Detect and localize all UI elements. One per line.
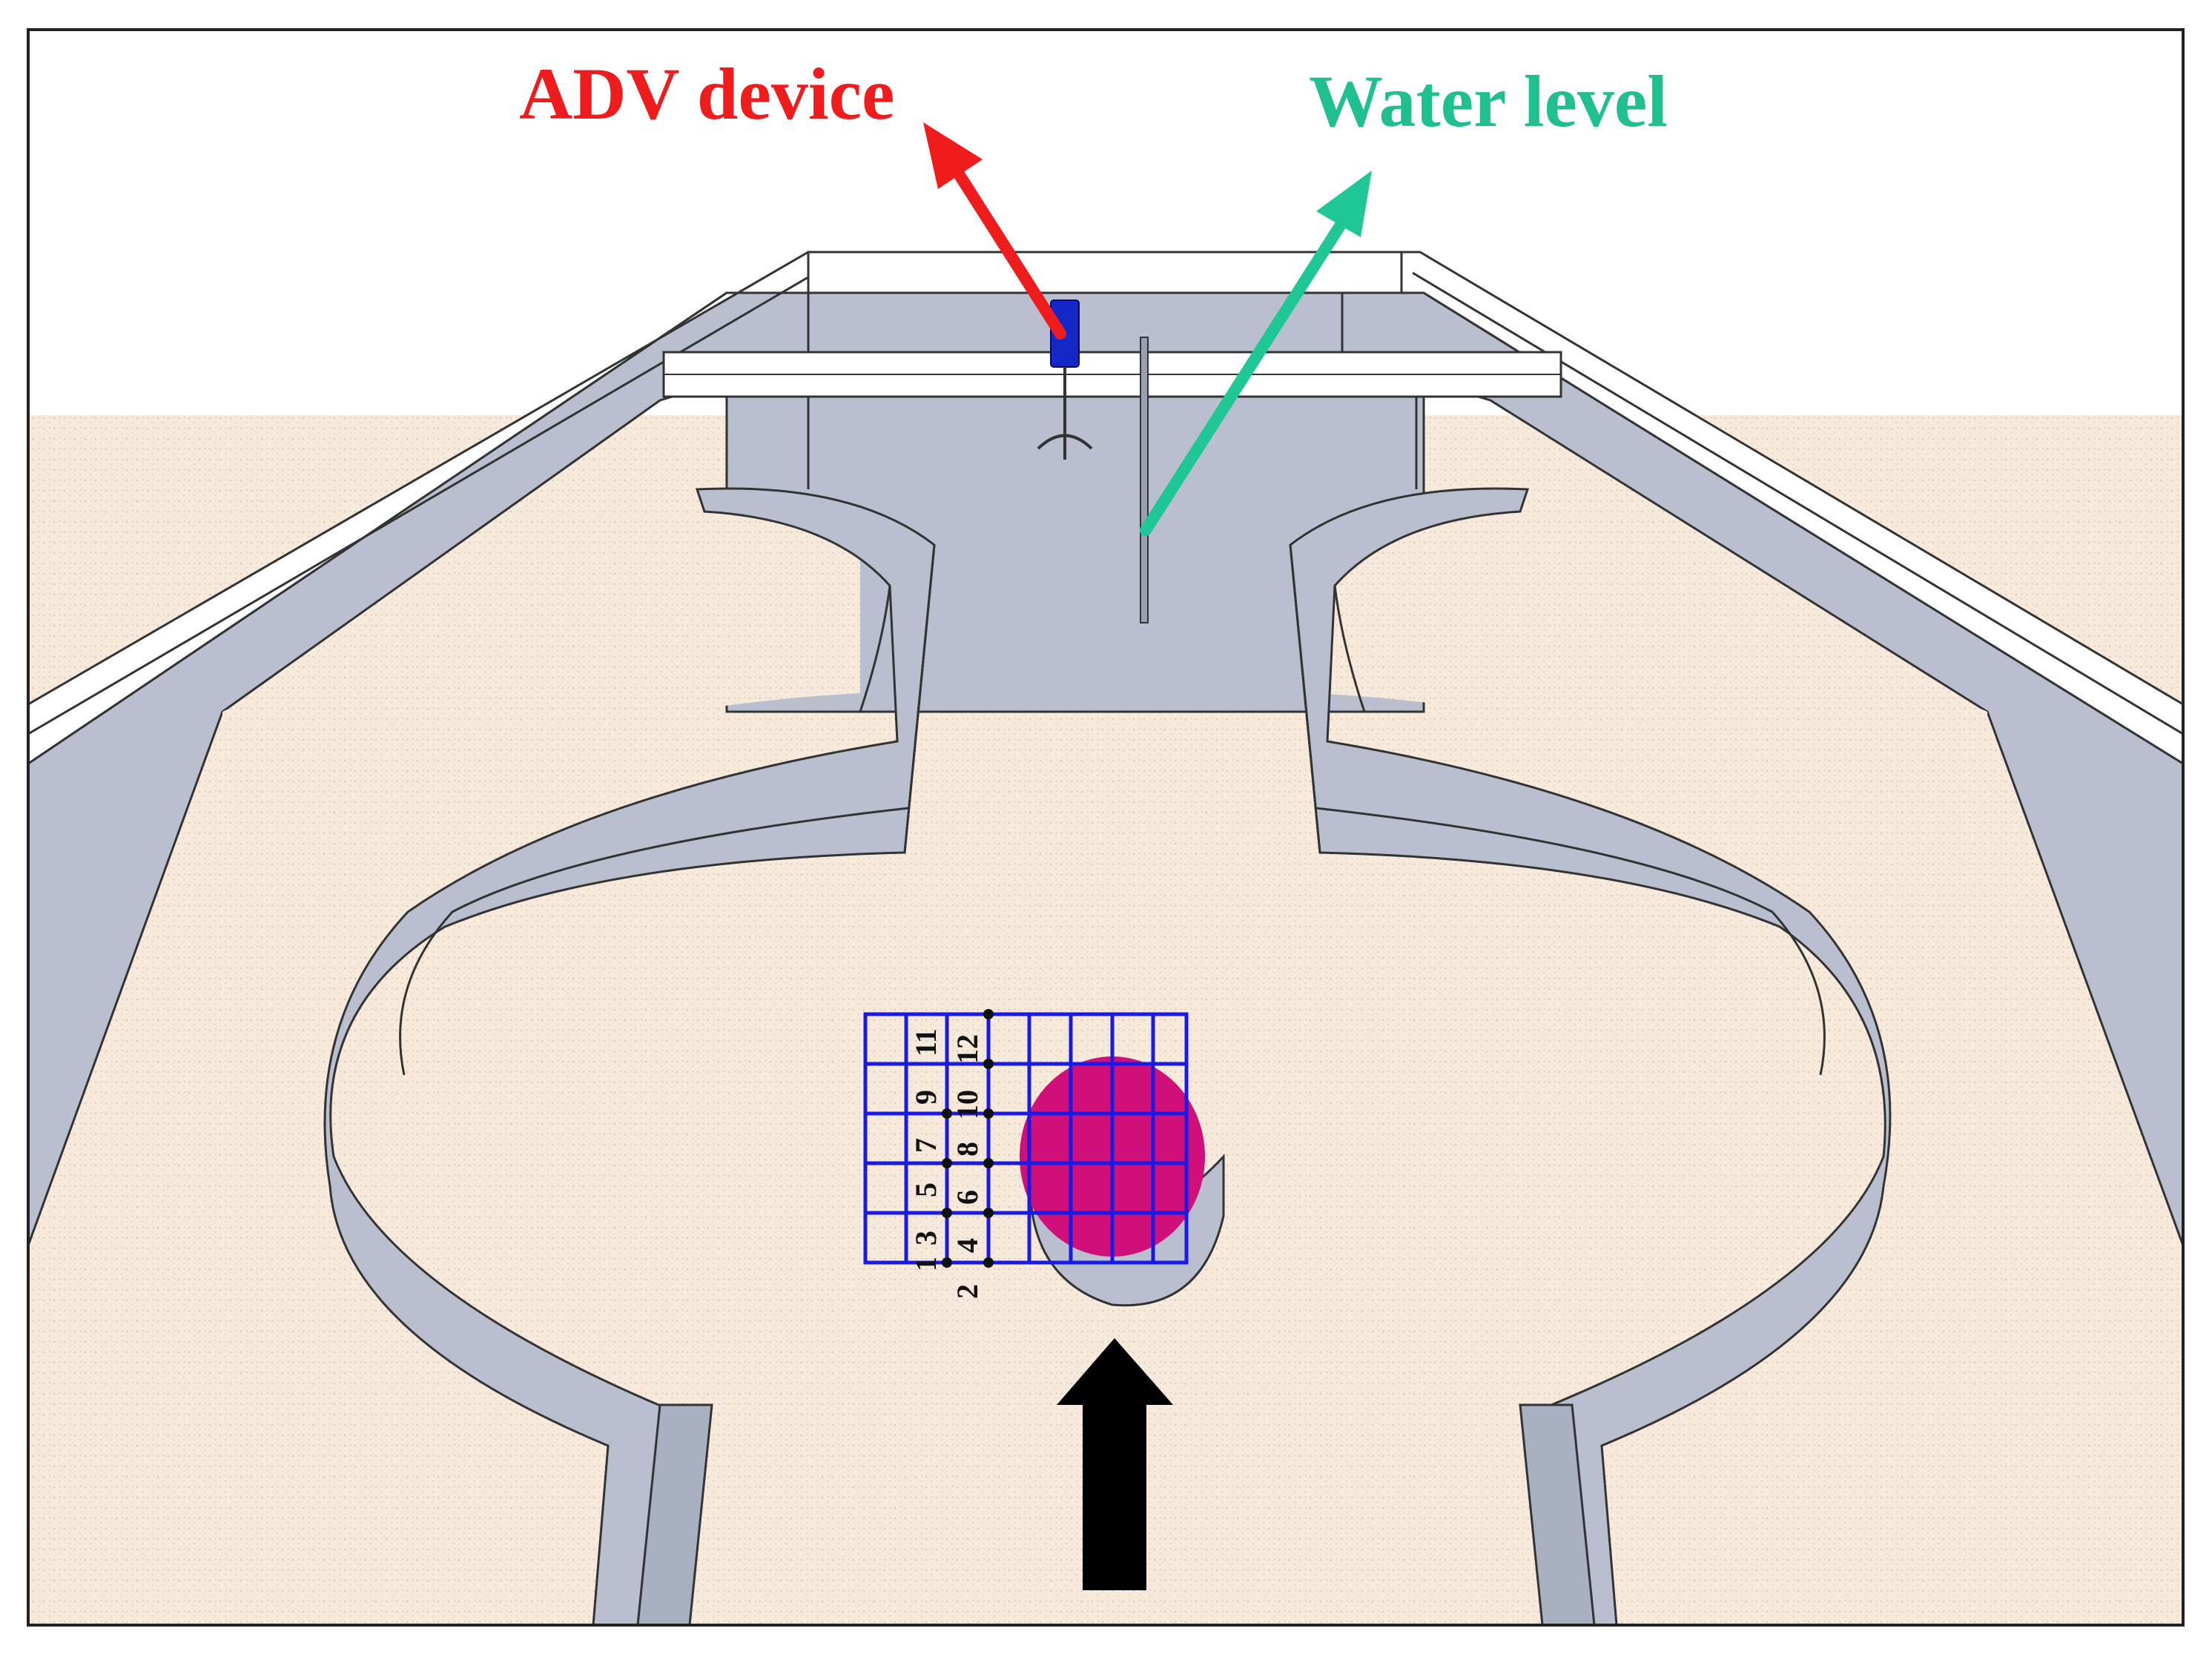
measurement-point [983, 1158, 994, 1168]
measurement-points [942, 1009, 994, 1268]
water-level-label: Water level [1309, 60, 1668, 142]
upper-left-sand [222, 500, 860, 860]
measurement-point [942, 1208, 952, 1218]
grid-number-4: 4 [951, 1238, 984, 1253]
up-arrow-icon [1057, 1338, 1173, 1590]
grid-number-7: 7 [909, 1138, 942, 1153]
grid-number-11: 11 [909, 1028, 942, 1056]
water-level-gauge [1140, 337, 1149, 623]
measurement-point [983, 1009, 994, 1019]
grid-number-8: 8 [951, 1142, 984, 1157]
adv-probe-icon [1037, 426, 1093, 460]
measurement-grid [863, 1012, 1189, 1265]
measurement-point [983, 1059, 994, 1069]
right-curved-wall [1289, 487, 1892, 1625]
water-arrowhead-icon [1316, 171, 1372, 237]
adv-device-label: ADV device [519, 53, 894, 135]
grid-number-2: 2 [951, 1284, 984, 1299]
left-lower-wall [636, 1403, 713, 1625]
measurement-point [983, 1208, 994, 1218]
grid-number-9: 9 [909, 1090, 942, 1105]
grid-number-5: 5 [909, 1182, 942, 1197]
measurement-point [942, 1257, 952, 1268]
upper-right-sand [1313, 500, 1987, 860]
measurement-point [983, 1108, 994, 1119]
right-lower-wall [1519, 1403, 1596, 1625]
image-frame [27, 28, 2185, 1627]
grid-number-10: 10 [951, 1090, 984, 1119]
measurement-point [983, 1257, 994, 1268]
adv-arrowhead-icon [923, 122, 983, 189]
water-callout-arrow [1140, 171, 1372, 536]
measurement-point [942, 1158, 952, 1168]
grid-number-12: 12 [951, 1034, 984, 1064]
grid-number-3: 3 [909, 1231, 942, 1246]
adv-callout-arrow [923, 122, 1066, 340]
grid-number-1: 1 [909, 1257, 942, 1271]
left-curved-wall [323, 487, 936, 1625]
measurement-point [942, 1108, 952, 1119]
grid-number-6: 6 [951, 1190, 984, 1205]
